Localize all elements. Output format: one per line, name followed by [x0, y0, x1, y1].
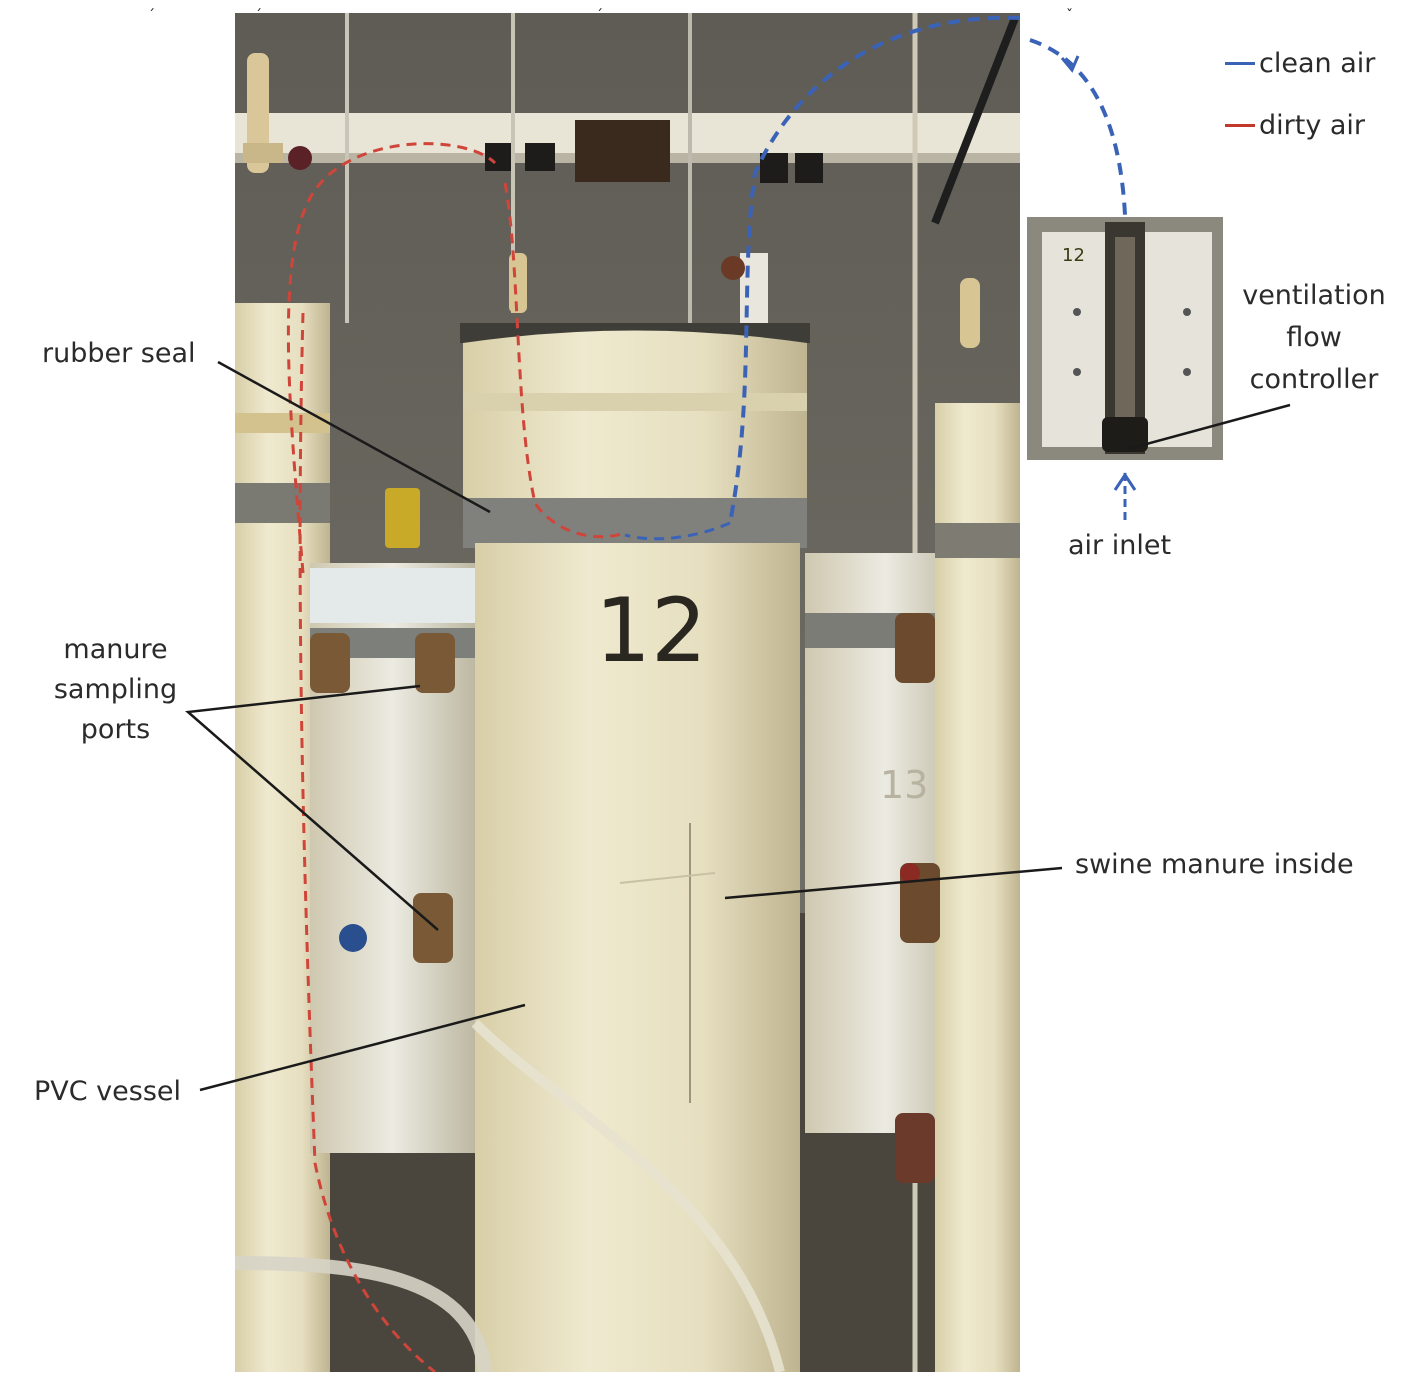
legend-dirty-air: dirty air [1225, 110, 1365, 141]
label-line: sampling [53, 674, 178, 705]
legend-label: clean air [1259, 48, 1376, 79]
clean-air-path-external [1029, 38, 1127, 216]
legend-clean-air: clean air [1225, 48, 1375, 79]
label-line: controller [1249, 364, 1379, 395]
label-manure-sampling-ports: manure sampling ports [28, 630, 203, 750]
flow-arrow-icon [1060, 55, 1080, 73]
vessel-number-13: 13 [880, 763, 928, 807]
flow-controller-illustration: 12 [1027, 217, 1223, 460]
air-inlet-arrow-icon [1113, 472, 1137, 491]
photo-illustration: 13 12 [235, 13, 1020, 1372]
inset-photo-flow-controller: 12 [1027, 217, 1223, 460]
clean-air-path [728, 15, 1020, 524]
label-pvc-vessel: PVC vessel [34, 1076, 182, 1107]
inset-number-12: 12 [1062, 245, 1085, 266]
legend-label: dirty air [1259, 110, 1366, 141]
label-ventilation-flow-controller: ventilation flow controller [1228, 275, 1400, 401]
dirty-air-path [286, 142, 497, 574]
dirty-air-swatch-icon [1225, 124, 1255, 127]
label-line: ventilation [1242, 280, 1386, 311]
label-line: ports [80, 714, 151, 745]
stray-mark: ˇ [1066, 8, 1073, 24]
label-air-inlet: air inlet [1068, 530, 1172, 561]
clean-air-swatch-icon [1225, 62, 1255, 65]
stray-mark: ˊ [148, 8, 155, 24]
main-photo: 13 12 [235, 13, 1020, 1372]
label-rubber-seal: rubber seal [42, 338, 196, 369]
vessel-number-12: 12 [595, 579, 707, 682]
label-line: manure [63, 634, 168, 665]
label-line: flow [1286, 322, 1342, 353]
label-swine-manure-inside: swine manure inside [1075, 849, 1354, 880]
